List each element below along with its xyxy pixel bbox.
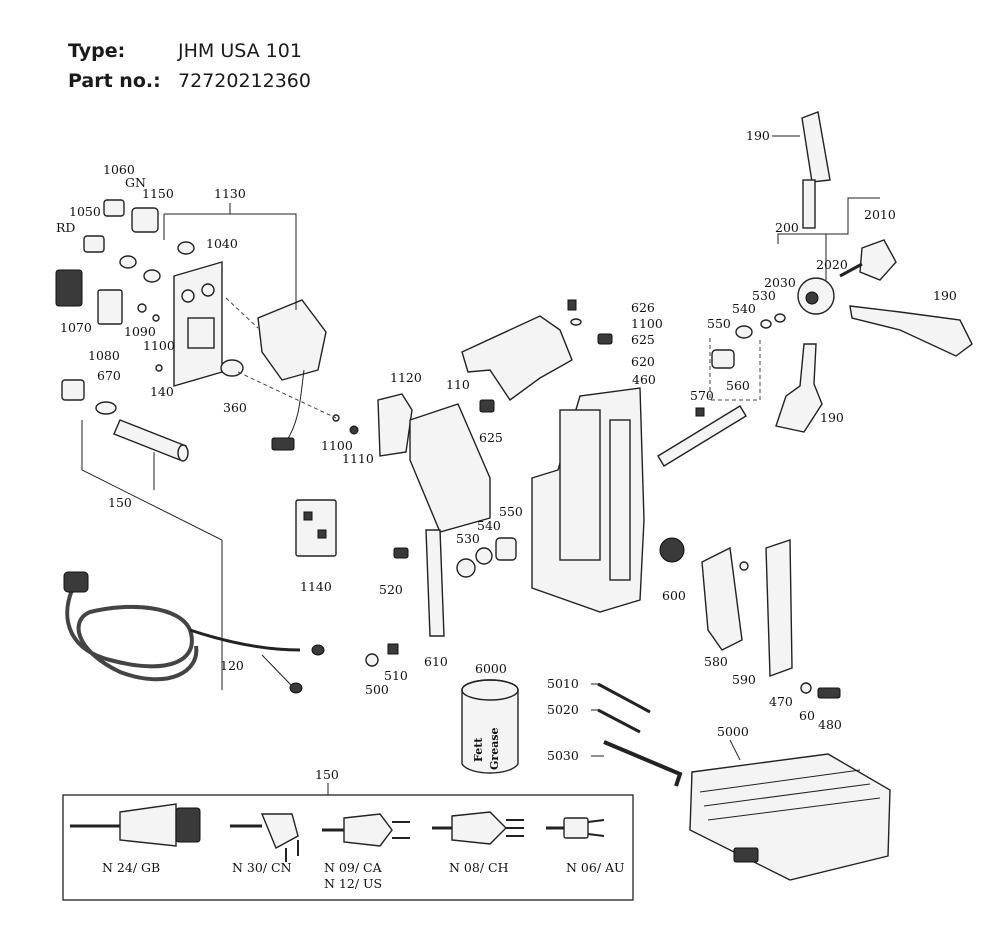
label-550-right: 550 <box>707 316 731 331</box>
label-550-left: 550 <box>499 504 523 519</box>
label-500: 500 <box>365 682 389 697</box>
plug-ch <box>432 811 524 845</box>
label-510: 510 <box>384 668 408 683</box>
label-2030: 2030 <box>764 275 796 290</box>
label-1120: 1120 <box>390 370 422 385</box>
label-140: 140 <box>150 384 174 399</box>
label-gn: GN <box>125 175 146 190</box>
plug-cn <box>230 813 299 862</box>
label-590: 590 <box>732 672 756 687</box>
grease-label-2: Grease <box>488 727 501 770</box>
label-5030: 5030 <box>547 748 579 763</box>
grease-tin <box>461 679 519 774</box>
label-2010: 2010 <box>864 207 896 222</box>
pinion-shaft <box>657 313 786 563</box>
label-6000: 6000 <box>475 661 507 676</box>
label-470: 470 <box>769 694 793 709</box>
plug-au <box>546 817 605 839</box>
plug-label-ca: N 09/ CA <box>324 860 383 875</box>
plug-label-cn: N 30/ CN <box>232 860 292 875</box>
capstan-handles <box>775 111 973 433</box>
label-570: 570 <box>690 388 714 403</box>
label-rd: RD <box>56 220 75 235</box>
label-580: 580 <box>704 654 728 669</box>
handle-bracket <box>461 299 613 413</box>
tools <box>597 682 683 787</box>
label-670: 670 <box>97 368 121 383</box>
plug-label-au: N 06/ AU <box>566 860 625 875</box>
plug-ca-us <box>322 813 410 847</box>
part-number-row: Part no.: 72720212360 <box>68 70 311 92</box>
electronics-module <box>295 393 491 557</box>
label-626: 626 <box>631 300 655 315</box>
label-530-right: 530 <box>752 288 776 303</box>
label-625-body: 625 <box>479 430 503 445</box>
label-150-plugs: 150 <box>315 767 339 782</box>
grease-label-1: Fett <box>472 737 485 762</box>
label-1060: 1060 <box>103 162 135 177</box>
label-1100-switch: 1100 <box>143 338 175 353</box>
label-2020: 2020 <box>816 257 848 272</box>
label-5020: 5020 <box>547 702 579 717</box>
plug-gb <box>70 803 201 847</box>
label-1130: 1130 <box>214 186 246 201</box>
label-120: 120 <box>220 658 244 673</box>
feed-bracket <box>365 529 517 667</box>
label-5010: 5010 <box>547 676 579 691</box>
part-number-label: Part no.: <box>68 70 161 92</box>
type-value: JHM USA 101 <box>178 40 302 62</box>
label-610: 610 <box>424 654 448 669</box>
label-5000: 5000 <box>717 724 749 739</box>
label-1090: 1090 <box>124 324 156 339</box>
main-body <box>531 387 645 613</box>
label-540-left: 540 <box>477 518 501 533</box>
label-190-bottom: 190 <box>820 410 844 425</box>
label-625-handle: 625 <box>631 332 655 347</box>
label-1140: 1140 <box>300 579 332 594</box>
plug-label-us: N 12/ US <box>324 876 382 891</box>
rack-guide <box>701 539 841 699</box>
label-560: 560 <box>726 378 750 393</box>
label-190-top: 190 <box>746 128 770 143</box>
label-1100-handle: 1100 <box>631 316 663 331</box>
power-cord <box>63 571 325 694</box>
label-530-left: 530 <box>456 531 480 546</box>
label-200: 200 <box>775 220 799 235</box>
type-label: Type: <box>68 40 126 62</box>
label-1080: 1080 <box>88 348 120 363</box>
label-150-sleeve: 150 <box>108 495 132 510</box>
part-number-value: 72720212360 <box>178 70 311 92</box>
label-460: 460 <box>632 372 656 387</box>
carry-case <box>689 753 891 881</box>
label-1040: 1040 <box>206 236 238 251</box>
label-360: 360 <box>223 400 247 415</box>
plug-variants-box <box>62 794 634 901</box>
plug-label-ch: N 08/ CH <box>449 860 509 875</box>
label-1110: 1110 <box>342 451 374 466</box>
label-480: 480 <box>818 717 842 732</box>
label-1100-module: 1100 <box>321 438 353 453</box>
motor-switch-assembly <box>55 199 359 451</box>
label-620: 620 <box>631 354 655 369</box>
label-1050: 1050 <box>69 204 101 219</box>
type-row: Type: JHM USA 101 <box>68 40 302 62</box>
label-110: 110 <box>446 377 470 392</box>
label-1070: 1070 <box>60 320 92 335</box>
label-190-right: 190 <box>933 288 957 303</box>
label-1150: 1150 <box>142 186 174 201</box>
label-540-right: 540 <box>732 301 756 316</box>
label-60: 60 <box>799 708 815 723</box>
plug-label-gb: N 24/ GB <box>102 860 160 875</box>
label-520: 520 <box>379 582 403 597</box>
label-600: 600 <box>662 588 686 603</box>
cable-sleeve <box>61 379 223 690</box>
